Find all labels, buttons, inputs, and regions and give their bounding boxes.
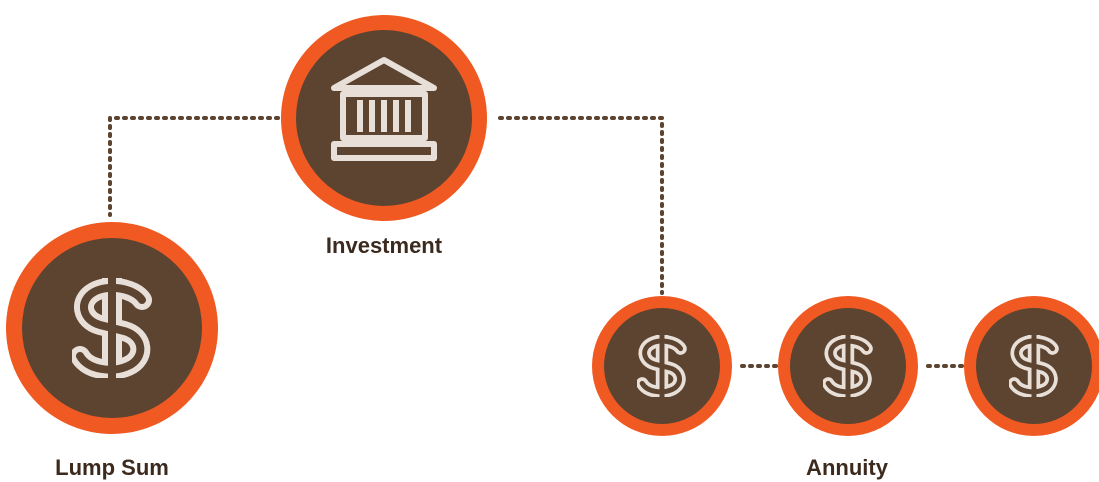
annuity-node-3 (964, 296, 1099, 436)
dollar-icon (1014, 335, 1052, 397)
annuity-node-1 (592, 296, 732, 436)
annuity-node-2 (778, 296, 918, 436)
annuity-label: Annuity (806, 455, 888, 480)
investment-label: Investment (325, 233, 443, 258)
connector-investment-to-lump-sum (108, 116, 280, 217)
lump-sum-node (6, 222, 218, 434)
bank-icon (331, 57, 437, 161)
lump-sum-label: Lump Sum (55, 455, 169, 480)
investment-node (281, 15, 487, 221)
dollar-icon (828, 335, 866, 397)
connector-investment-to-annuity (498, 116, 664, 295)
dollar-icon (642, 335, 680, 397)
connectors (108, 116, 964, 368)
dollar-icon (80, 278, 142, 378)
